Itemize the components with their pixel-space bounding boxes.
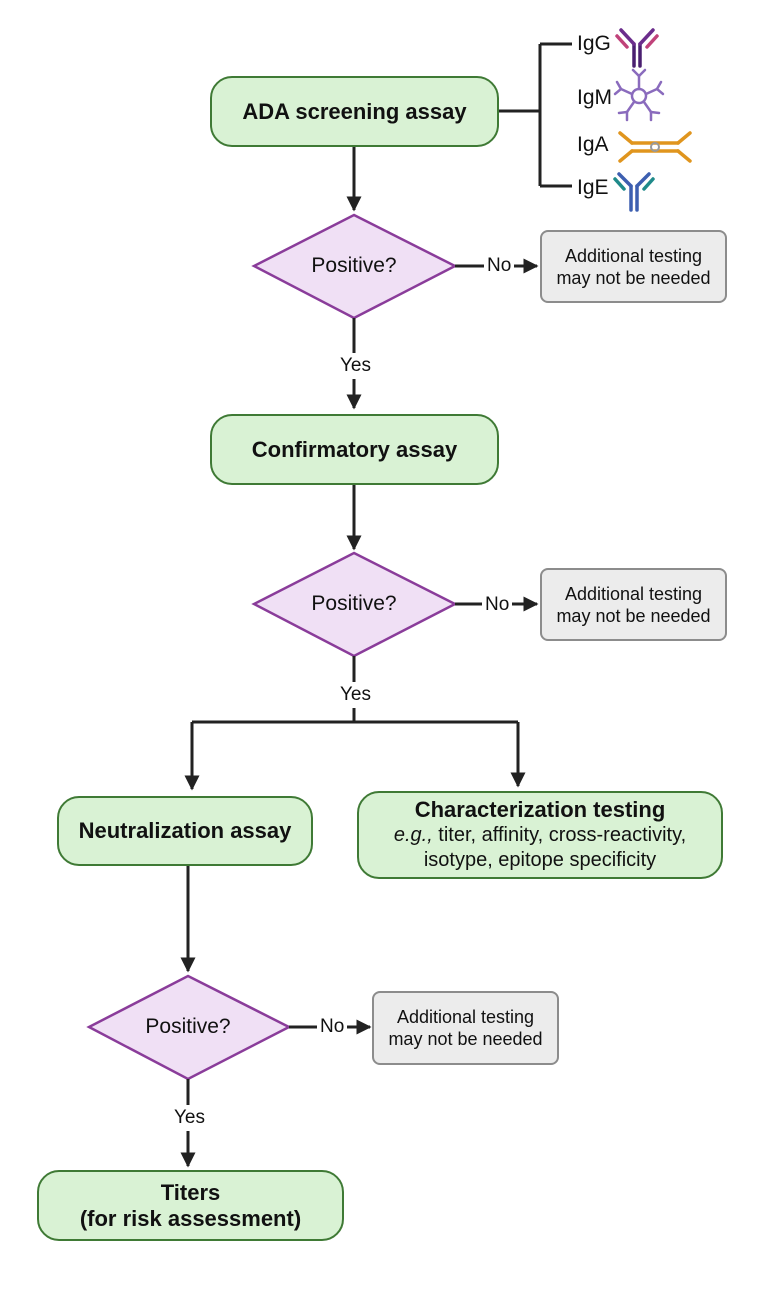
igg-label: IgG [577,32,611,55]
neutralization-assay-box: Neutralization assay [57,796,313,866]
decision-1-outcome-line1: Additional testing [564,245,703,266]
decision-1-question: Positive? [311,254,397,277]
iga-antibody-icon [618,131,692,163]
igm-label: IgM [577,86,613,109]
titers-line1: Titers [160,1179,221,1205]
igm-antibody-icon [613,68,665,122]
decision-1-no-outcome-box: Additional testing may not be needed [540,230,727,303]
ige-antibody-icon [613,172,655,212]
decision-2-outcome-line2: may not be needed [556,605,711,626]
decision-3-outcome-line1: Additional testing [396,1007,535,1027]
decision-3-outcome-line2: may not be needed [388,1029,543,1049]
confirmatory-assay-box: Confirmatory assay [210,414,499,485]
igg-antibody-icon [615,28,659,68]
decision-3-no-outcome-box: Additional testing may not be needed [372,991,559,1065]
decision-1-yes-label: Yes [338,353,373,379]
ada-screening-assay-box: ADA screening assay [210,76,499,147]
characterization-testing-line1: e.g., titer, affinity, cross-reactivity, [394,823,686,848]
decision-2-question: Positive? [311,592,397,615]
characterization-testing-box: Characterization testing e.g., titer, af… [357,791,723,879]
ige-label: IgE [577,176,609,199]
characterization-testing-title: Characterization testing [414,797,666,822]
decision-2-yes-label: Yes [338,682,373,708]
decision-1-outcome-line2: may not be needed [556,267,711,288]
decision-3-question: Positive? [145,1015,231,1038]
characterization-line1-text: titer, affinity, cross-reactivity, [432,824,687,846]
ada-screening-assay-label: ADA screening assay [242,98,467,124]
decision-3-yes-label: Yes [172,1105,207,1131]
decision-3-no-label: No [317,1016,348,1038]
confirmatory-assay-label: Confirmatory assay [251,436,458,462]
neutralization-assay-label: Neutralization assay [78,818,292,843]
iga-label: IgA [577,133,609,156]
decision-2-outcome-line1: Additional testing [564,583,703,604]
decision-2-no-label: No [482,594,513,616]
characterization-testing-line2: isotype, epitope specificity [423,849,657,871]
isotype-bracket [498,42,572,188]
decision-1-no-label: No [484,255,515,277]
eg-abbreviation: e.g., [393,824,433,846]
titers-box: Titers (for risk assessment) [37,1170,344,1241]
titers-line2: (for risk assessment) [79,1205,302,1231]
decision-2-no-outcome-box: Additional testing may not be needed [540,568,727,641]
